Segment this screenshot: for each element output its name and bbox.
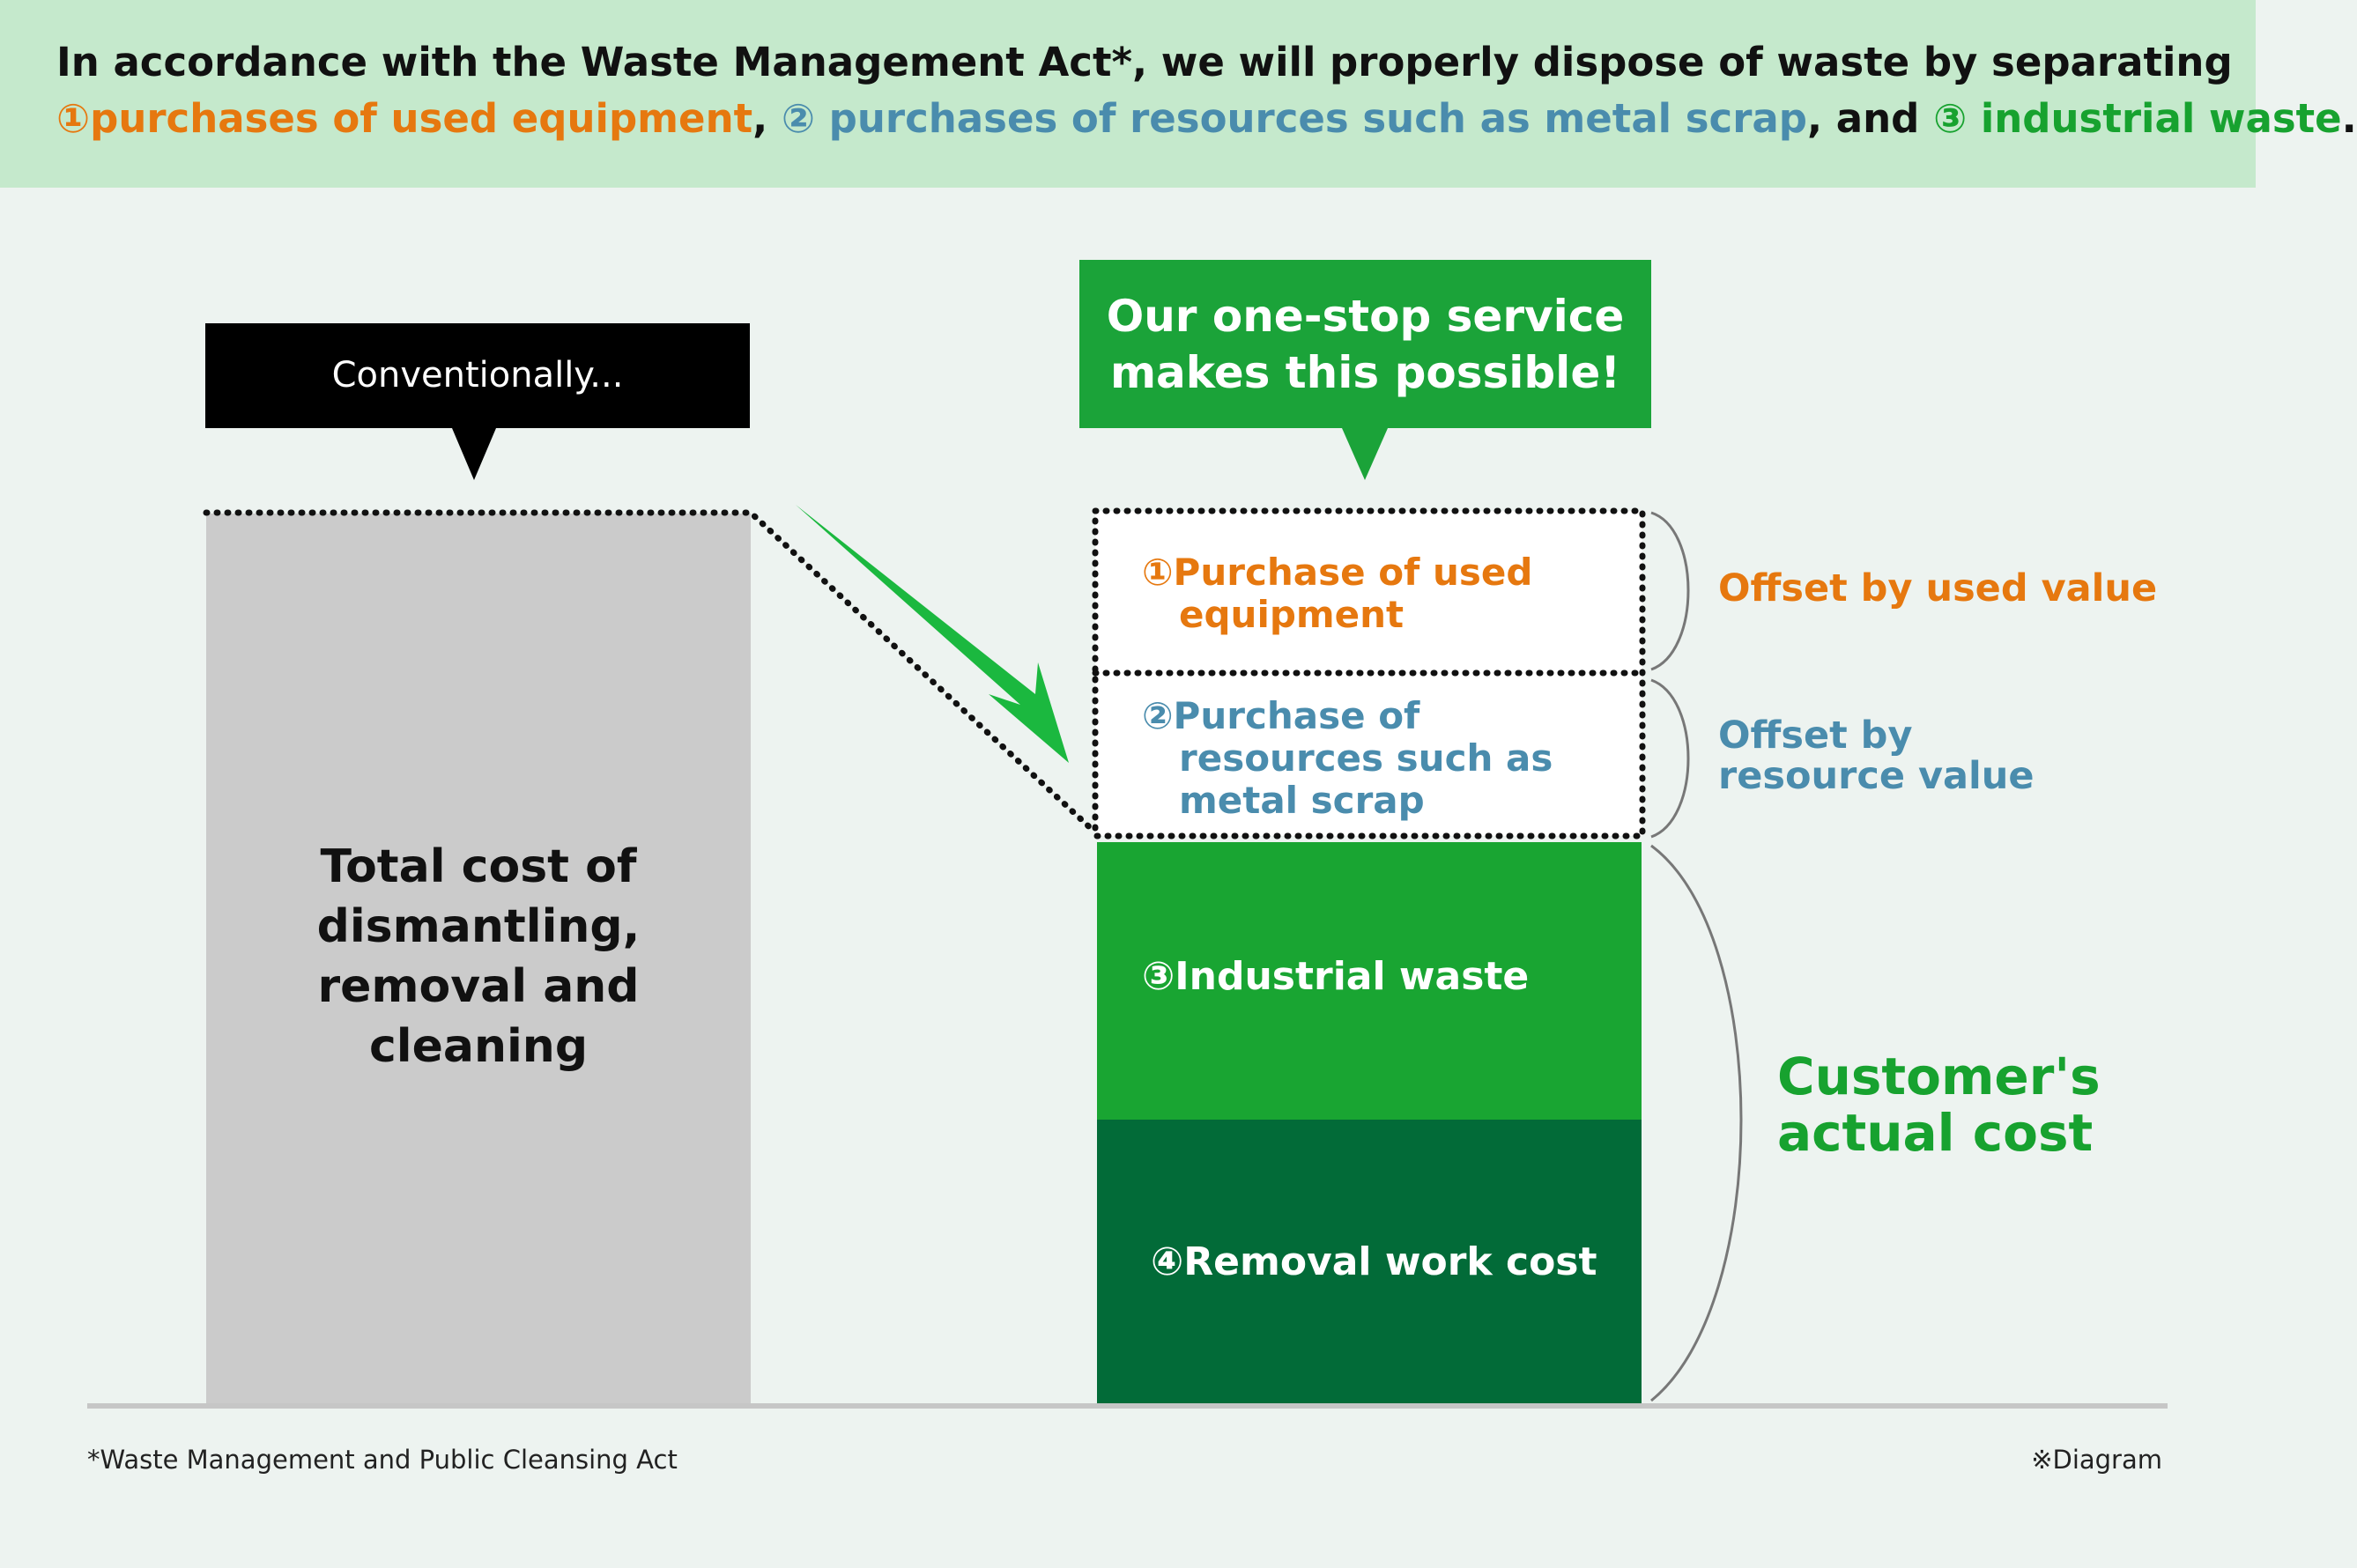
metal-scrap-line-1: ②Purchase of xyxy=(1142,694,1420,737)
bracket-actual-cost xyxy=(1650,844,1743,1402)
one-stop-callout-tail xyxy=(1342,428,1388,480)
header-separator-2: , and xyxy=(1807,95,1934,142)
metal-scrap-label: ②Purchase of resources such as metal scr… xyxy=(1142,695,1553,822)
dotted-connector-line xyxy=(203,509,1099,836)
actual-cost-label: Customer's actual cost xyxy=(1777,1048,2101,1161)
footnote: *Waste Management and Public Cleansing A… xyxy=(87,1445,678,1475)
one-stop-service-callout: Our one-stop service makes this possible… xyxy=(1079,260,1651,428)
offset-resource-line-2: resource value xyxy=(1718,754,2035,798)
header-line-2: ①purchases of used equipment, ② purchase… xyxy=(56,95,2357,142)
industrial-waste-label: ③Industrial waste xyxy=(1142,954,1530,999)
header-banner: In accordance with the Waste Management … xyxy=(0,0,2357,188)
metal-scrap-line-2: resources such as xyxy=(1179,736,1553,780)
header-line-1: In accordance with the Waste Management … xyxy=(56,39,2233,85)
total-cost-line-4: cleaning xyxy=(368,1020,589,1073)
bracket-resource-value xyxy=(1650,678,1690,839)
metal-scrap-box xyxy=(1095,673,1642,836)
used-equipment-line-1: ①Purchase of used xyxy=(1142,551,1533,594)
conventionally-callout-tail xyxy=(452,428,496,480)
total-cost-line-1: Total cost of xyxy=(320,840,637,893)
diagram-overlay xyxy=(87,428,2168,1409)
removal-work-cost-label: ④Removal work cost xyxy=(1151,1239,1597,1284)
offset-resource-value-label: Offset by resource value xyxy=(1718,715,2035,796)
green-arrow-icon xyxy=(796,505,1069,763)
header-item-industrial-waste: ③ industrial waste xyxy=(1933,95,2342,142)
total-cost-line-2: dismantling, xyxy=(316,900,641,953)
actual-cost-line-1: Customer's xyxy=(1777,1047,2101,1106)
actual-cost-line-2: actual cost xyxy=(1777,1103,2094,1163)
header-item-used-equipment: ①purchases of used equipment xyxy=(56,95,753,142)
total-cost-label: Total cost of dismantling, removal and c… xyxy=(206,837,751,1076)
header-period: . xyxy=(2341,95,2357,142)
callout-line-2: makes this possible! xyxy=(1109,346,1621,398)
bracket-used-value xyxy=(1650,511,1690,671)
header-item-metal-scrap: ② purchases of resources such as metal s… xyxy=(781,95,1808,142)
removal-work-cost-block xyxy=(1097,1120,1642,1403)
metal-scrap-line-3: metal scrap xyxy=(1179,779,1425,822)
total-cost-line-3: removal and xyxy=(317,960,640,1013)
offset-used-value-label: Offset by used value xyxy=(1718,566,2158,610)
header-separator-1: , xyxy=(752,95,782,142)
conventionally-callout: Conventionally... xyxy=(205,323,750,428)
total-cost-bar xyxy=(206,514,751,1403)
diagram-note: ※Diagram xyxy=(2031,1445,2162,1475)
industrial-waste-block xyxy=(1097,842,1642,1120)
used-equipment-label: ①Purchase of used equipment xyxy=(1142,551,1532,636)
used-equipment-box xyxy=(1095,511,1642,673)
used-equipment-line-2: equipment xyxy=(1179,593,1405,636)
callout-line-1: Our one-stop service xyxy=(1106,290,1625,342)
offset-resource-line-1: Offset by xyxy=(1718,714,1913,758)
dotted-box-outline xyxy=(1092,507,1646,839)
